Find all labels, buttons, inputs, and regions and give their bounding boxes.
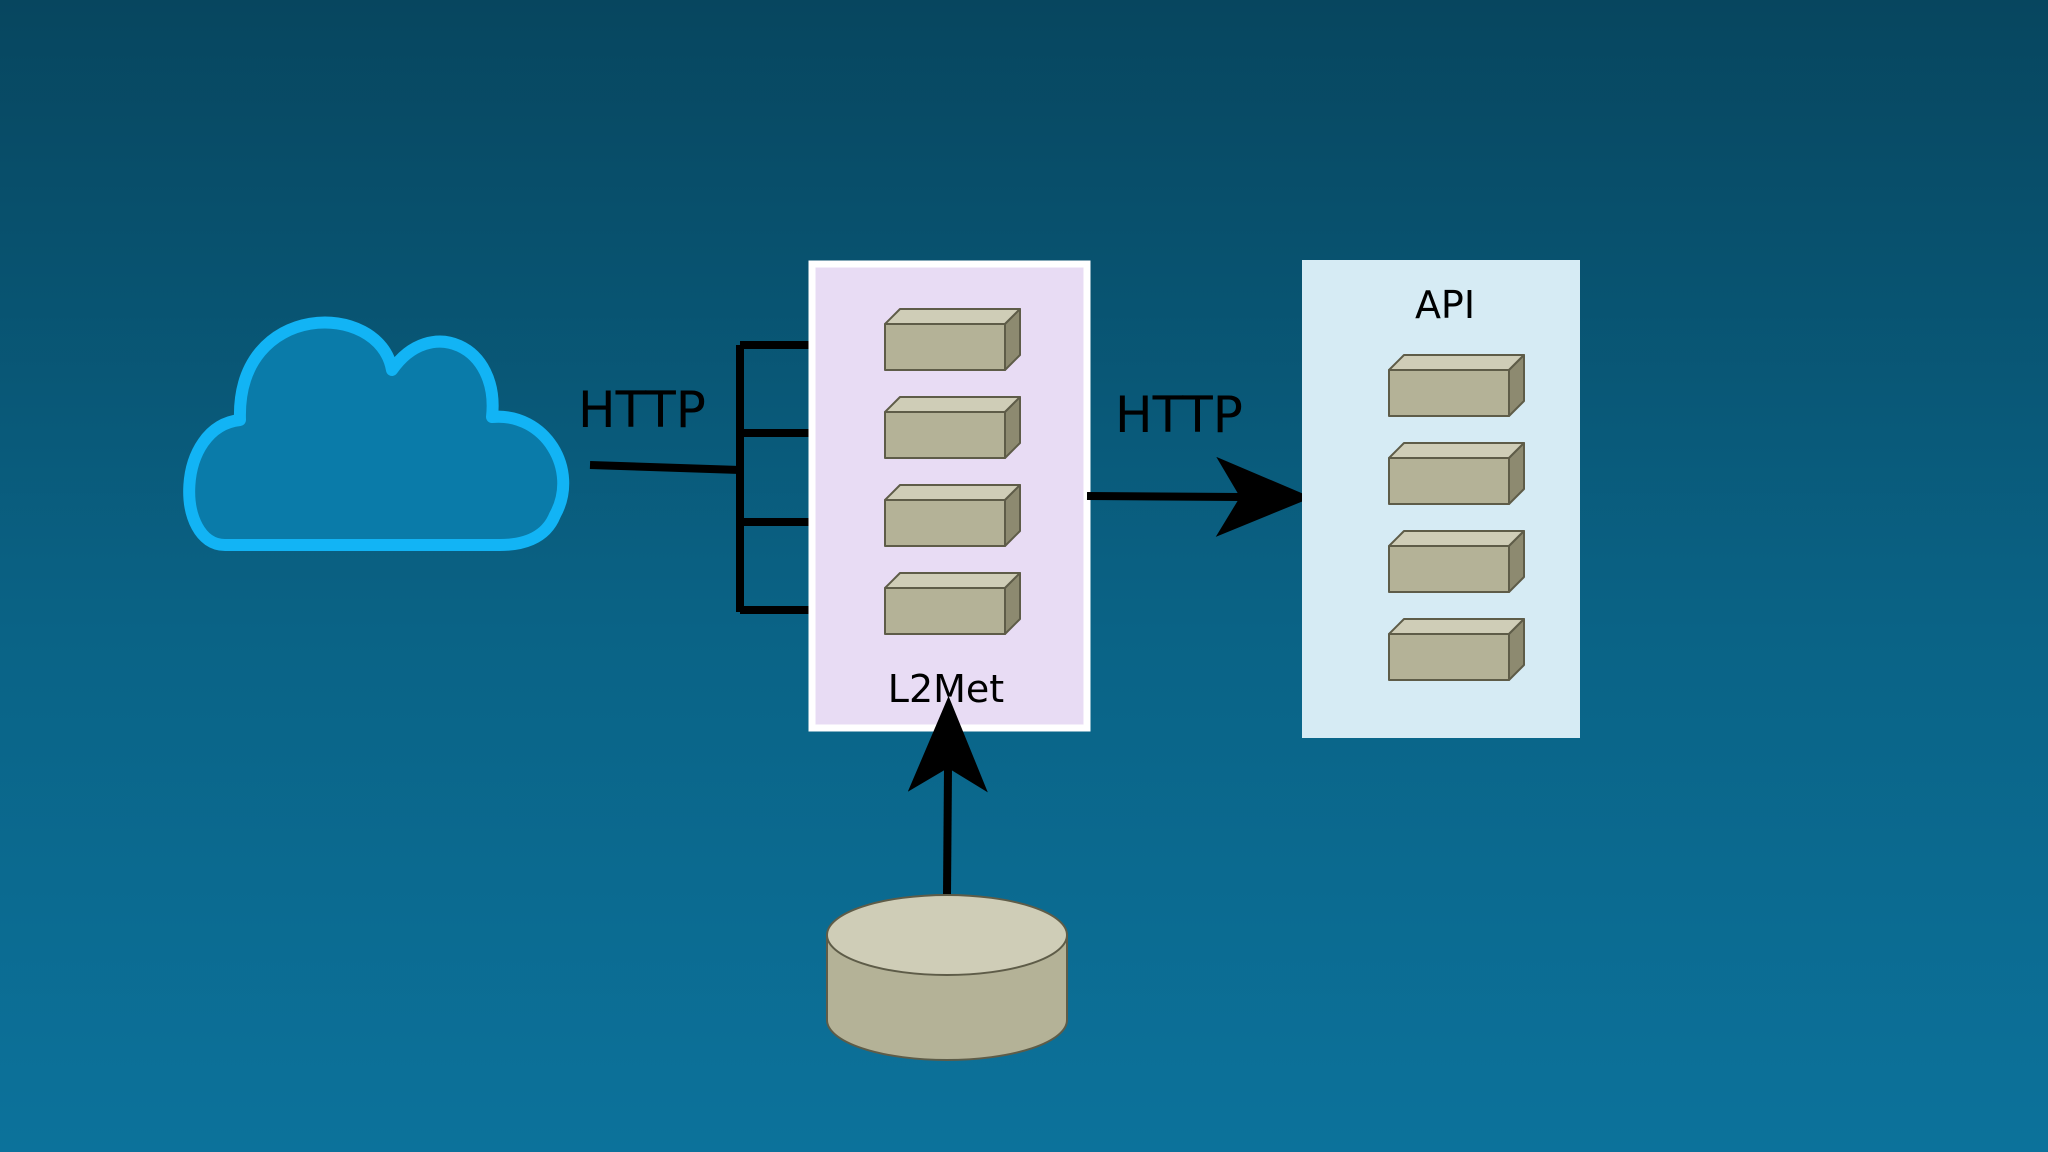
l2met-server-box-2 <box>884 396 1021 459</box>
arrow-to-api <box>1086 456 1312 537</box>
api-panel: API <box>1302 260 1580 738</box>
l2met-server-box-1-front-face <box>884 323 1006 371</box>
l2met-server-box-3-top-face <box>884 484 1021 501</box>
api-worker-boxes <box>1388 354 1525 681</box>
l2met-server-box-1 <box>884 308 1021 371</box>
arrow-db-to-l2met <box>907 696 988 896</box>
http-out-label: HTTP <box>1115 386 1243 444</box>
l2met-server-box-4 <box>884 572 1021 635</box>
l2met-server-box-4-front-face <box>884 587 1006 635</box>
l2met-server-box-1-top-face <box>884 308 1021 325</box>
api-server-box-2-front-face <box>1388 457 1510 505</box>
api-server-box-1 <box>1388 354 1525 417</box>
api-server-box-4 <box>1388 618 1525 681</box>
l2met-label: L2Met <box>888 667 1004 711</box>
l2met-server-box-3-front-face <box>884 499 1006 547</box>
api-server-box-1-top-face <box>1388 354 1525 371</box>
api-server-box-4-front-face <box>1388 633 1510 681</box>
cloud-icon <box>183 316 570 551</box>
l2met-panel: L2Met <box>808 260 1091 732</box>
api-server-box-3 <box>1388 530 1525 593</box>
api-server-box-4-top-face <box>1388 618 1525 635</box>
l2met-server-box-2-front-face <box>884 411 1006 459</box>
api-server-box-3-top-face <box>1388 530 1525 547</box>
l2met-server-box-3 <box>884 484 1021 547</box>
database-cylinder-icon <box>826 894 1068 1061</box>
l2met-worker-boxes <box>884 308 1021 635</box>
http-in-label: HTTP <box>578 381 706 439</box>
api-label: API <box>1415 283 1475 327</box>
api-server-box-3-front-face <box>1388 545 1510 593</box>
api-server-box-1-front-face <box>1388 369 1510 417</box>
api-server-box-2 <box>1388 442 1525 505</box>
incoming-trunk-line <box>589 461 741 474</box>
l2met-server-box-2-top-face <box>884 396 1021 413</box>
api-server-box-2-top-face <box>1388 442 1525 459</box>
incoming-connector <box>589 305 914 650</box>
l2met-server-box-4-top-face <box>884 572 1021 589</box>
